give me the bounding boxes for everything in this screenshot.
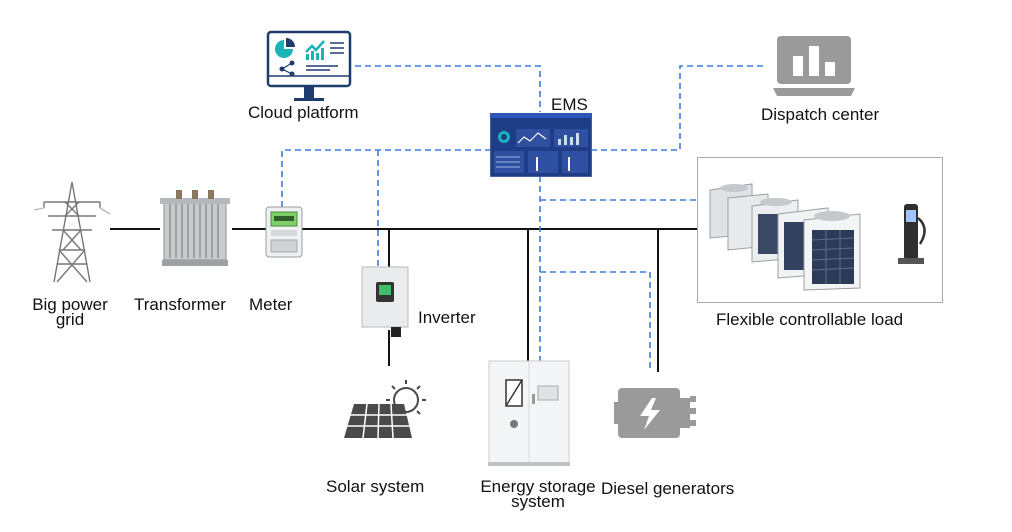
diesel-generators-label: Diesel generators: [601, 479, 735, 498]
diesel-generator-icon: [614, 388, 696, 438]
energy-storage-label: Energy storage system: [458, 478, 618, 511]
inverter-label: Inverter: [418, 308, 476, 327]
ems-label: EMS: [551, 95, 588, 114]
dispatch-center-laptop-icon: [773, 36, 855, 96]
power-lines: [110, 228, 697, 372]
hvac-units-and-ev-charger-icon: [709, 183, 926, 291]
comm-line-cloud-ems: [345, 65, 541, 112]
comm-line-ems-meter: [281, 149, 491, 207]
flexible-load-label: Flexible controllable load: [716, 310, 904, 329]
comm-line-ems-dispatch: [591, 65, 765, 151]
communication-lines: [281, 65, 765, 372]
energy-storage-cabinet-icon: [488, 360, 570, 466]
power-tower-icon: [34, 181, 110, 283]
electric-meter-icon: [265, 206, 303, 258]
inverter-icon: [361, 266, 409, 337]
transformer-label: Transformer: [134, 295, 226, 314]
energy-storage-label-line2: system: [511, 492, 565, 511]
flexible-load-box: [697, 157, 943, 303]
meter-label: Meter: [249, 295, 293, 314]
transformer-icon: [160, 190, 230, 266]
cloud-platform-monitor-icon: [266, 30, 352, 101]
cloud-platform-label: Cloud platform: [248, 103, 359, 122]
big-power-grid-label: Big power grid: [22, 296, 118, 329]
big-power-grid-label-line1: Big power: [32, 295, 108, 314]
solar-system-label: Solar system: [326, 477, 425, 496]
comm-line-ems-diesel: [540, 271, 651, 372]
solar-panel-icon: [344, 380, 426, 439]
big-power-grid-label-line2: grid: [55, 310, 85, 329]
ems-screen-icon: [490, 113, 592, 177]
energy-storage-label-line1: Energy storage: [480, 477, 596, 496]
dispatch-center-label: Dispatch center: [761, 105, 880, 124]
